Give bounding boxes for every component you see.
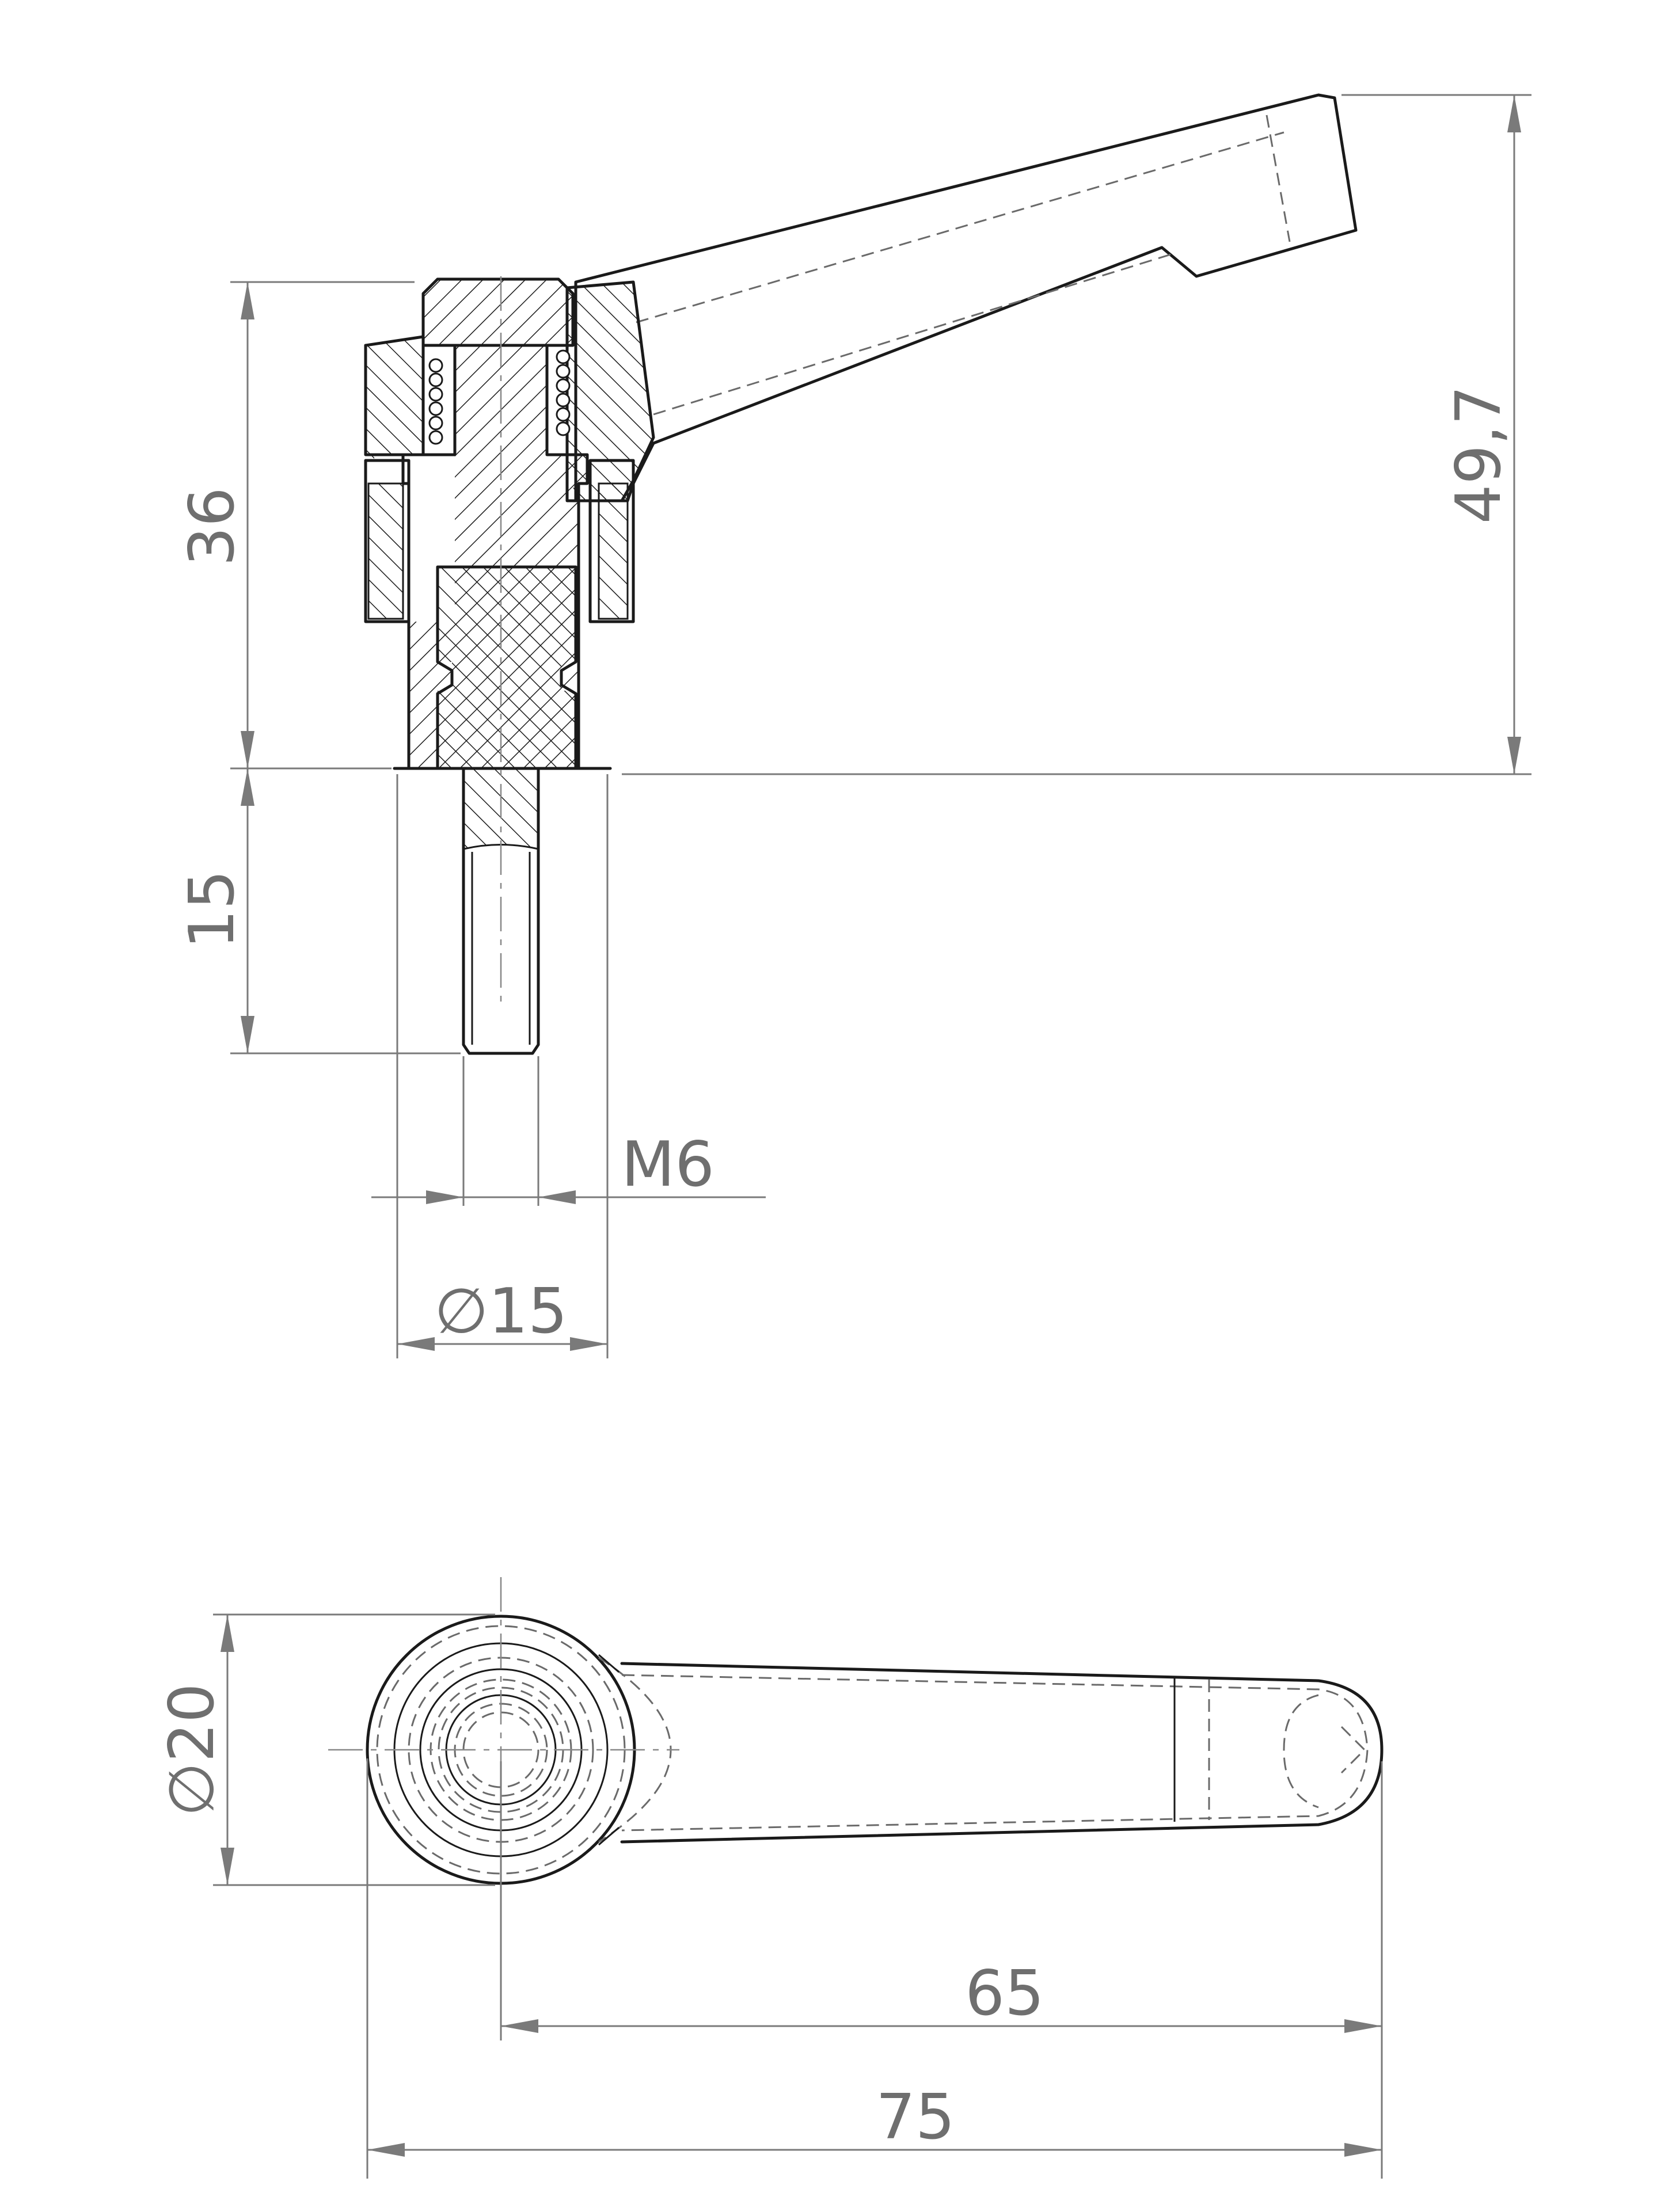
dimension-36-label: 36 [176,487,248,566]
lever-hub-section [366,337,423,463]
top-view [328,1577,1384,1911]
dimension-m6-label: M6 [621,1129,715,1201]
dimension-diameter-20-label: ∅20 [156,1683,228,1817]
spindle-section [455,345,587,622]
cap-nut-section [423,279,573,345]
dimension-diameter-20: ∅20 [156,1613,495,1886]
dimension-65-label: 65 [965,1958,1044,2030]
lever-arm-outline [574,93,1358,502]
dimension-75: 75 [366,1758,1382,2179]
dimension-65: 65 [500,1761,1383,2179]
spring-pocket-left [422,344,456,456]
dimension-49-7: 49,7 [622,94,1531,775]
top-lever-outline [620,1662,1384,1844]
lever-arm-hidden-line [636,115,1291,416]
dimension-diameter-15-label: ∅15 [434,1276,568,1347]
dimension-75-label: 75 [876,2081,955,2153]
dimension-49-7-label: 49,7 [1443,386,1515,524]
threaded-insert-section [438,567,576,768]
section-view [364,93,1358,1055]
dimension-36: 36 [176,281,415,770]
threaded-stud [462,767,540,1055]
sleeve-right-section [599,483,628,619]
lever-hub-right-section [567,282,653,501]
sleeve-left-section [368,483,403,619]
spring-coils-left [428,358,443,445]
dimension-15: 15 [176,768,461,1054]
spring-pocket-right [546,344,577,456]
dimension-m6: M6 [371,1056,766,1206]
dimension-15-label: 15 [176,870,248,949]
dimension-diameter-15: ∅15 [396,774,609,1358]
spring-coils-right [556,349,571,436]
